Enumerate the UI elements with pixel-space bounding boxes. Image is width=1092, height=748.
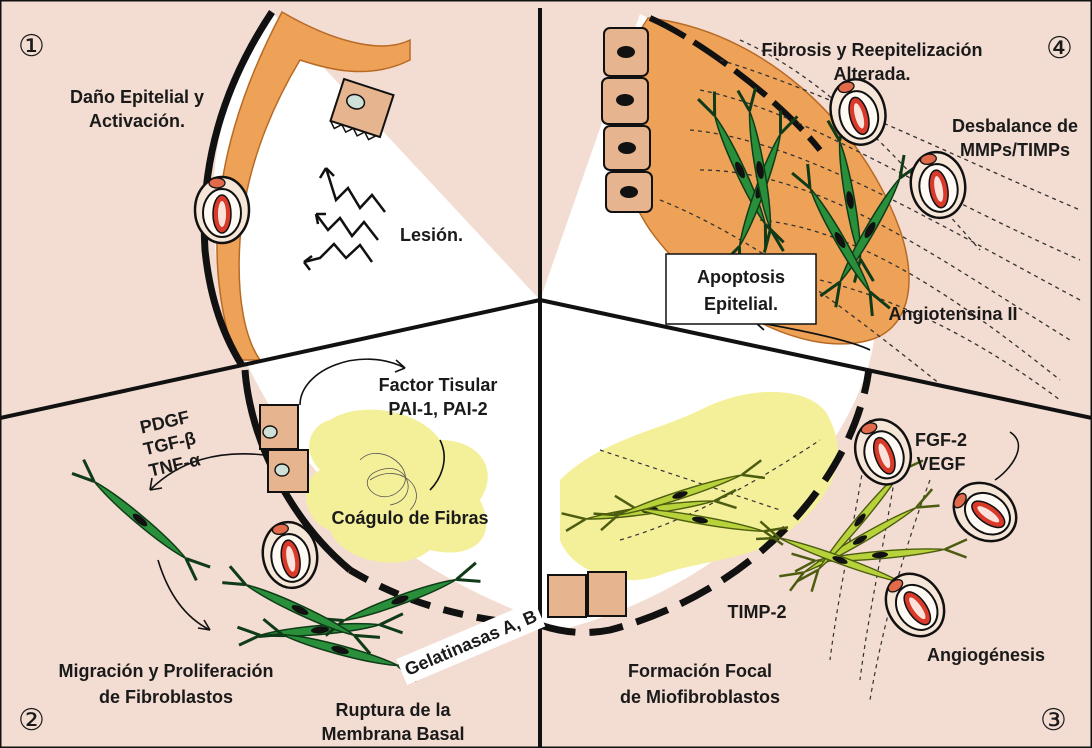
panel-3-number: ③ xyxy=(1040,703,1067,738)
panel-4-number: ④ xyxy=(1046,31,1073,66)
tissue-factor-label-line-1: Factor Tisular xyxy=(379,375,498,395)
panel-1-title-line-1: Daño Epitelial y xyxy=(70,87,204,107)
epithelial-cells-column xyxy=(602,28,652,212)
panel-2-number: ② xyxy=(18,703,45,738)
panel-1-title-line-2: Activación. xyxy=(89,111,185,131)
epithelial-cells xyxy=(548,572,626,617)
clot-label: Coágulo de Fibras xyxy=(331,508,488,528)
angiogenesis-label: Angiogénesis xyxy=(927,645,1045,665)
imbalance-label-line-1: Desbalance de xyxy=(952,116,1078,136)
apoptosis-label-line-2: Epitelial. xyxy=(704,294,778,314)
timp2-label: TIMP-2 xyxy=(727,602,786,622)
panel-1-number: ① xyxy=(18,29,45,64)
panel-4-title-line-2: Alterada. xyxy=(833,64,910,84)
tissue-factor-label-line-2: PAI-1, PAI-2 xyxy=(388,399,487,419)
angiotensin-label: Angiotensina II xyxy=(888,304,1017,324)
lesion-label: Lesión. xyxy=(400,225,463,245)
membrane-label-line-1: Ruptura de la xyxy=(335,700,451,720)
red-blood-cell xyxy=(195,177,249,243)
panel-3-title-line-2: de Miofibroblastos xyxy=(620,687,780,707)
panel-2-title-line-2: de Fibroblastos xyxy=(99,687,233,707)
imbalance-label-line-2: MMPs/TIMPs xyxy=(960,140,1070,160)
panel-4-title-line-1: Fibrosis y Reepitelización xyxy=(761,40,982,60)
panel-3-title-line-1: Formación Focal xyxy=(628,661,772,681)
factor-fgf2: FGF-2 xyxy=(915,430,967,450)
apoptosis-label-line-1: Apoptosis xyxy=(697,267,785,287)
factor-vegf: VEGF xyxy=(916,454,965,474)
panel-2-title-line-1: Migración y Proliferación xyxy=(58,661,273,681)
membrane-label-line-2: Membrana Basal xyxy=(321,724,464,744)
